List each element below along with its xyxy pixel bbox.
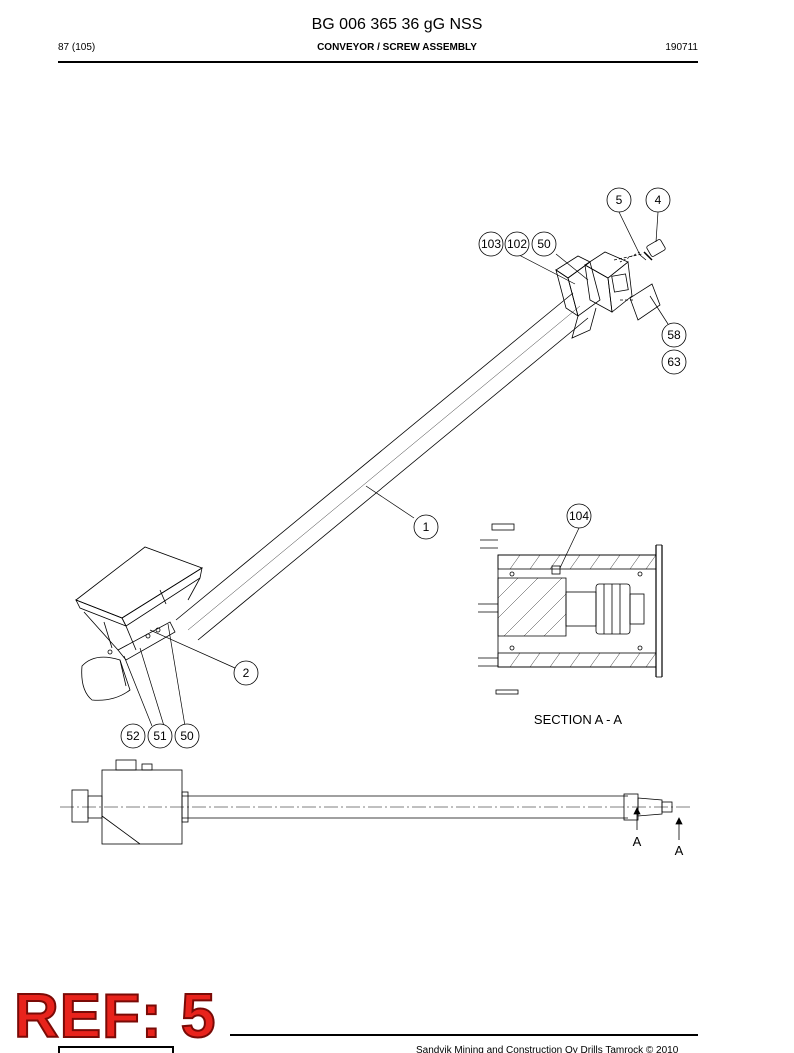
callout-63: 63 bbox=[667, 355, 681, 369]
callout-50-upper: 50 bbox=[537, 237, 551, 251]
section-label: SECTION A - A bbox=[534, 712, 622, 727]
callout-1: 1 bbox=[423, 520, 430, 534]
callout-51: 51 bbox=[153, 729, 167, 743]
date-code: 190711 bbox=[665, 42, 698, 53]
cut-mark-left: A bbox=[633, 834, 642, 849]
page-number: 87 (105) bbox=[58, 42, 96, 53]
callout-104: 104 bbox=[569, 509, 589, 523]
cut-mark-right: A bbox=[675, 843, 684, 858]
leader-lines bbox=[123, 211, 669, 727]
ref-stamp: REF: 5 bbox=[13, 982, 217, 1051]
callout-102: 102 bbox=[507, 237, 527, 251]
callout-balloons bbox=[120, 187, 687, 749]
side-elevation bbox=[60, 759, 690, 845]
footer-copyright: Sandvik Mining and Construction Oy Drill… bbox=[416, 1045, 679, 1053]
callout-4: 4 bbox=[655, 193, 662, 207]
section-title: CONVEYOR / SCREW ASSEMBLY bbox=[317, 42, 477, 53]
conveyor-tube bbox=[175, 292, 589, 641]
callout-5: 5 bbox=[616, 193, 623, 207]
hopper-assembly bbox=[75, 546, 203, 701]
drive-end-assembly bbox=[555, 239, 666, 339]
callout-58: 58 bbox=[667, 328, 681, 342]
document-number: BG 006 365 36 gG NSS bbox=[311, 16, 483, 33]
callout-2: 2 bbox=[243, 666, 250, 680]
callout-52: 52 bbox=[126, 729, 140, 743]
section-detail bbox=[478, 523, 663, 695]
footer-rule bbox=[230, 1034, 698, 1036]
callout-50-lower: 50 bbox=[180, 729, 194, 743]
company-logo bbox=[58, 1046, 174, 1053]
callout-103: 103 bbox=[481, 237, 501, 251]
header-rule bbox=[58, 61, 698, 63]
